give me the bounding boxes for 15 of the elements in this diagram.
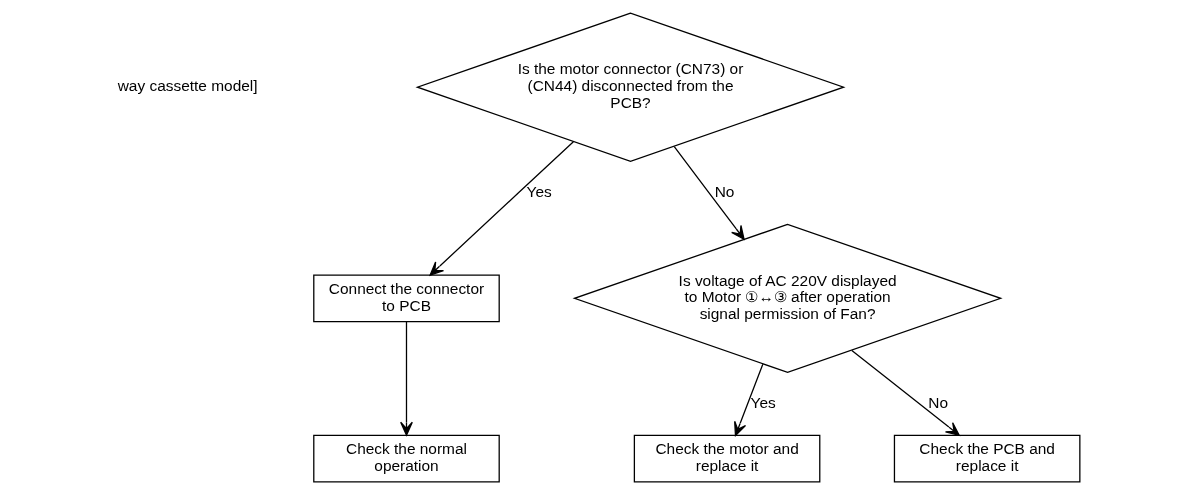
node-box: Connect the connector to PCB — [312, 274, 500, 323]
node-box: Check the motor and replace it — [633, 434, 820, 483]
arrow — [673, 145, 745, 240]
arrow — [399, 320, 413, 436]
node-box: Check the PCB and replace it — [893, 434, 1080, 483]
label: way cassette model] — [117, 77, 258, 95]
node-box: Check the normal operation — [312, 434, 500, 483]
edge-label: No — [927, 393, 948, 411]
edge-label: Yes — [526, 182, 552, 200]
edge-label: No — [714, 182, 734, 200]
edge-label: Yes — [750, 393, 776, 411]
arrow — [428, 141, 574, 276]
arrow — [733, 363, 763, 437]
node-diamond: Is the motor connector (CN73) or (CN44) disconnected from the PCB? — [414, 12, 846, 162]
arrow — [850, 349, 960, 436]
